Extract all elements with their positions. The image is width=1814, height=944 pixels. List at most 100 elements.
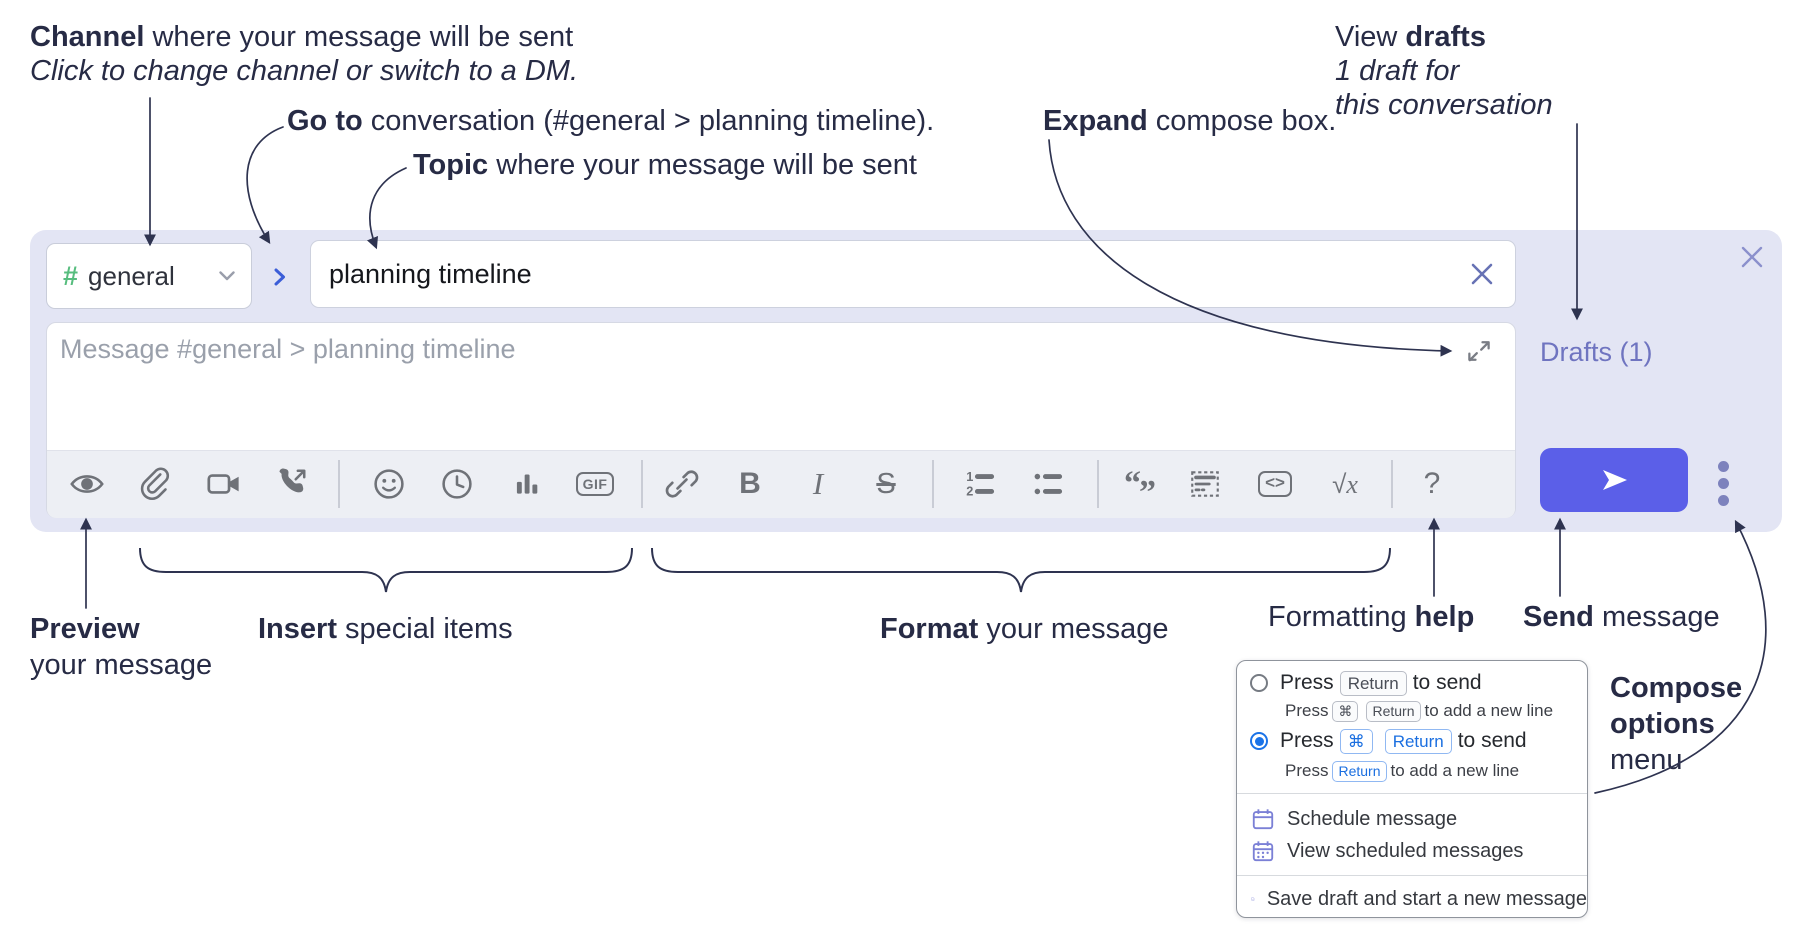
key-cmd: ⌘ xyxy=(1332,700,1359,722)
link-button[interactable] xyxy=(660,462,704,506)
annotation-channel: Channel where your message will be sent xyxy=(30,21,574,53)
numbered-list-icon: 1 2 xyxy=(966,469,995,499)
radio-selected-icon[interactable] xyxy=(1250,732,1268,750)
annotation-preview-line2: your message xyxy=(30,649,213,681)
annotation-channel-sub: Click to change channel or switch to a D… xyxy=(30,55,579,87)
menu-item-save-draft[interactable]: Save draft and start a new message xyxy=(1237,884,1587,914)
calendar-icon xyxy=(1252,809,1274,830)
quote-icon: “” xyxy=(1124,465,1156,511)
svg-text:2: 2 xyxy=(966,484,973,499)
code-icon: <> xyxy=(1258,471,1292,497)
preview-button[interactable] xyxy=(65,462,109,506)
phone-call-icon xyxy=(279,468,306,493)
clock-icon xyxy=(442,469,472,499)
chevron-down-icon xyxy=(219,271,235,281)
option-cmd-enter-to-send-sub: Press Return to add a new line xyxy=(1285,760,1520,782)
attach-file-button[interactable] xyxy=(133,462,177,506)
annotation-send: Send message xyxy=(1523,601,1720,633)
annotation-format: Format your message xyxy=(880,613,1169,645)
video-call-button[interactable] xyxy=(202,462,246,506)
gif-icon: GIF xyxy=(575,472,615,496)
send-icon xyxy=(1603,470,1627,490)
question-mark-icon: ? xyxy=(1423,467,1441,500)
quote-button[interactable]: “” xyxy=(1117,462,1161,511)
compose-options-menu: Press Return to send Press ⌘ Return to a… xyxy=(1236,660,1588,918)
toolbar-divider xyxy=(338,460,340,508)
bold-icon: B xyxy=(739,467,761,500)
calendar-dots-icon xyxy=(1252,841,1274,862)
poll-button[interactable] xyxy=(505,462,549,506)
expand-compose-button[interactable] xyxy=(1462,336,1496,366)
numbered-list-button[interactable]: 1 2 xyxy=(958,462,1002,506)
menu-divider xyxy=(1237,875,1587,876)
bold-button[interactable]: B xyxy=(728,462,772,506)
annotation-expand: Expand compose box. xyxy=(1043,105,1337,137)
key-return: Return xyxy=(1332,760,1387,782)
channel-hash-icon: # xyxy=(63,260,79,291)
bar-chart-icon xyxy=(516,474,538,494)
toolbar-divider xyxy=(932,460,934,508)
topic-input-wrap xyxy=(310,240,1516,308)
option-enter-to-send[interactable]: Press Return to send xyxy=(1237,669,1587,697)
message-formatting-help-button[interactable]: ? xyxy=(1410,462,1454,506)
annotation-preview: Preview xyxy=(30,613,140,645)
video-camera-icon xyxy=(207,474,239,494)
option-enter-to-send-sub: Press ⌘ Return to add a new line xyxy=(1285,700,1554,722)
send-button[interactable] xyxy=(1540,448,1688,512)
audio-call-button[interactable] xyxy=(270,462,314,506)
toolbar-divider xyxy=(1097,460,1099,508)
svg-text:1: 1 xyxy=(966,469,973,484)
spoiler-button[interactable] xyxy=(1183,462,1227,506)
brace-format xyxy=(651,547,1391,593)
toolbar-divider xyxy=(1391,460,1393,508)
italic-icon: I xyxy=(812,466,824,501)
smiley-icon xyxy=(374,469,404,499)
paperclip-icon xyxy=(140,467,170,500)
ellipsis-dot xyxy=(1717,460,1729,472)
key-return: Return xyxy=(1339,670,1407,696)
close-icon xyxy=(1471,263,1493,285)
key-return: Return xyxy=(1384,728,1452,754)
option-cmd-enter-to-send[interactable]: Press ⌘ Return to send xyxy=(1237,727,1587,755)
math-icon: √x xyxy=(1332,468,1358,499)
radio-unselected-icon[interactable] xyxy=(1250,674,1268,692)
expand-icon xyxy=(1468,341,1490,362)
math-button[interactable]: √x xyxy=(1323,462,1367,506)
annotation-topic: Topic where your message will be sent xyxy=(413,149,917,181)
channel-selector[interactable]: # general xyxy=(46,243,252,309)
key-cmd: ⌘ xyxy=(1339,728,1373,754)
strikethrough-button[interactable]: S xyxy=(864,462,908,506)
chevron-right-icon xyxy=(274,268,285,286)
italic-button[interactable]: I xyxy=(796,462,840,506)
annotation-view-drafts: View drafts xyxy=(1335,21,1486,53)
close-compose-button[interactable] xyxy=(1736,241,1768,273)
emoji-button[interactable] xyxy=(367,462,411,506)
bulleted-list-icon xyxy=(1034,473,1063,495)
code-button[interactable]: <> xyxy=(1253,462,1297,506)
bulleted-list-button[interactable] xyxy=(1026,462,1070,506)
menu-item-schedule-message[interactable]: Schedule message xyxy=(1237,804,1587,834)
toolbar-divider xyxy=(641,460,643,508)
menu-item-view-scheduled-messages[interactable]: View scheduled messages xyxy=(1237,836,1587,866)
annotation-view-drafts-line3: this conversation xyxy=(1335,89,1553,121)
annotation-compose-options: Compose options menu xyxy=(1610,672,1743,776)
message-input[interactable] xyxy=(58,332,1452,438)
drafts-link[interactable]: Drafts (1) xyxy=(1540,337,1653,367)
channel-name: general xyxy=(88,260,175,291)
annotation-formatting-help: Formatting help xyxy=(1268,601,1475,633)
clear-topic-button[interactable] xyxy=(1466,258,1498,290)
go-to-conversation-button[interactable] xyxy=(259,256,301,298)
menu-divider xyxy=(1237,793,1587,794)
key-return: Return xyxy=(1366,700,1421,722)
annotation-insert: Insert special items xyxy=(258,613,513,645)
strikethrough-icon: S xyxy=(876,467,896,500)
topic-input[interactable] xyxy=(327,241,1451,307)
close-icon xyxy=(1741,246,1763,268)
eye-icon xyxy=(70,475,104,493)
compose-options-menu-button[interactable] xyxy=(1705,454,1741,512)
schedule-time-button[interactable] xyxy=(435,462,479,506)
gif-button[interactable]: GIF xyxy=(573,462,617,506)
annotation-goto: Go to conversation (#general > planning … xyxy=(287,105,935,137)
annotation-view-drafts-line2: 1 draft for xyxy=(1335,55,1460,87)
line-goto xyxy=(246,126,284,245)
